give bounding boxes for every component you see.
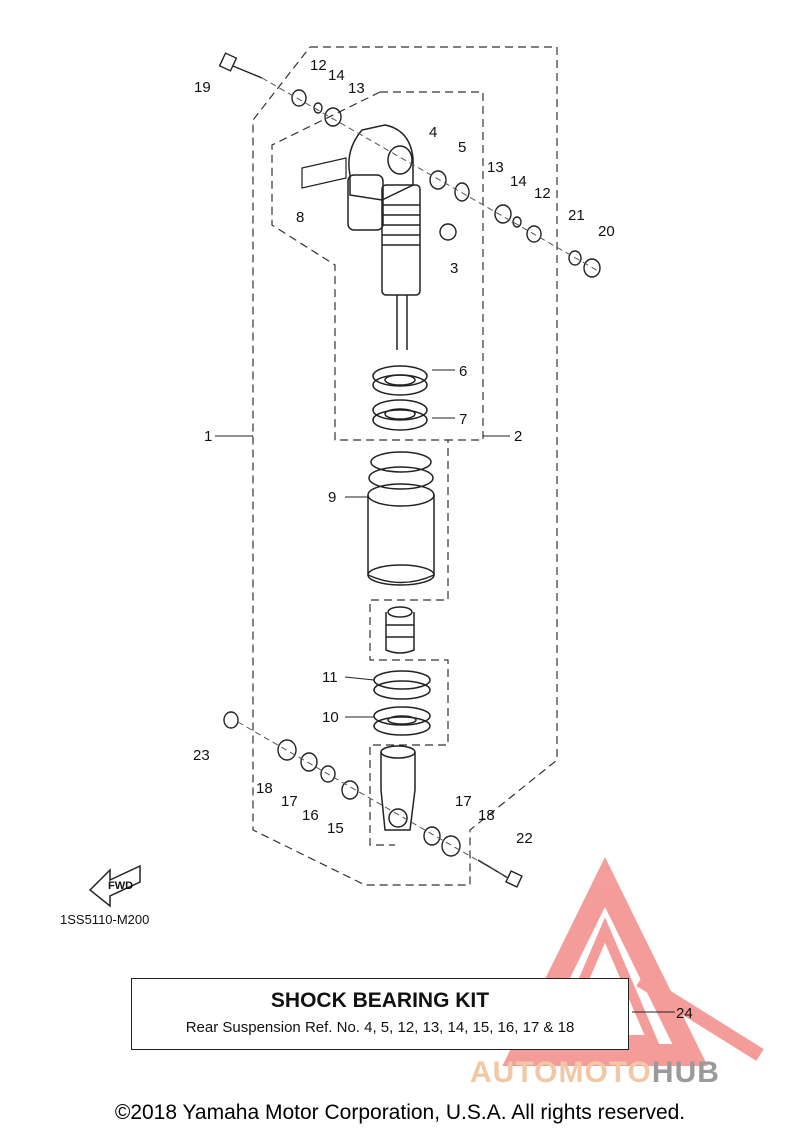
callout-19: 19 (194, 79, 211, 96)
callout-18-lower-right: 18 (478, 807, 495, 824)
copyright-notice: ©2018 Yamaha Motor Corporation, U.S.A. A… (114, 1101, 686, 1124)
callout-17-lower-left: 17 (281, 793, 298, 810)
spring-seat-10 (373, 706, 431, 736)
callout-12-upper-left: 12 (310, 57, 327, 74)
lock-nut-6 (372, 365, 428, 396)
leader-lines (215, 369, 675, 1013)
upper-hardware (218, 52, 601, 278)
bumper (385, 606, 415, 654)
callout-10: 10 (322, 709, 339, 726)
watermark-brand: AUTOMOTOHUB (470, 1056, 720, 1090)
callout-21: 21 (568, 207, 585, 224)
callout-22: 22 (516, 830, 533, 847)
callout-24: 24 (676, 1005, 693, 1022)
label-plate (301, 157, 347, 189)
callout-13-upper-left: 13 (348, 80, 365, 97)
spring-guide-11 (373, 670, 431, 700)
fwd-label: FWD (108, 880, 133, 892)
callout-17-lower-right: 17 (455, 793, 472, 810)
callout-3: 3 (450, 260, 458, 277)
brand-automoto: AUTOMOTO (470, 1056, 652, 1089)
callout-12-upper-right: 12 (534, 185, 551, 202)
callout-16: 16 (302, 807, 319, 824)
kit-subtitle: Rear Suspension Ref. No. 4, 5, 12, 13, 1… (185, 1019, 575, 1036)
callout-9: 9 (328, 489, 336, 506)
callout-6: 6 (459, 363, 467, 380)
shock-bearing-kit-box: SHOCK BEARING KIT Rear Suspension Ref. N… (131, 978, 629, 1050)
callout-14-upper-left: 14 (328, 67, 345, 84)
assembly-1-outline (252, 46, 558, 886)
callout-7: 7 (459, 411, 467, 428)
callout-8: 8 (296, 209, 304, 226)
callout-5: 5 (458, 139, 466, 156)
callout-11: 11 (322, 669, 338, 686)
spring (367, 451, 435, 586)
diagram-code: 1SS5110-M200 (60, 912, 149, 927)
lower-eye (380, 745, 416, 831)
assembly-2-outline (271, 91, 484, 846)
callout-23: 23 (193, 747, 210, 764)
centerlines (237, 77, 601, 879)
callout-1: 1 (204, 428, 212, 445)
callout-20: 20 (598, 223, 615, 240)
adjust-nut-7 (372, 399, 428, 431)
callout-4: 4 (429, 124, 437, 141)
callout-2: 2 (514, 428, 522, 445)
fwd-arrow-icon: FWD (88, 864, 141, 908)
callout-15: 15 (327, 820, 344, 837)
kit-title: SHOCK BEARING KIT (270, 989, 490, 1012)
callout-14-upper-right: 14 (510, 173, 527, 190)
brand-hub: HUB (651, 1056, 720, 1089)
callout-18-lower-left: 18 (256, 780, 273, 797)
shock-body (347, 124, 421, 350)
callout-13-upper-right: 13 (487, 159, 504, 176)
